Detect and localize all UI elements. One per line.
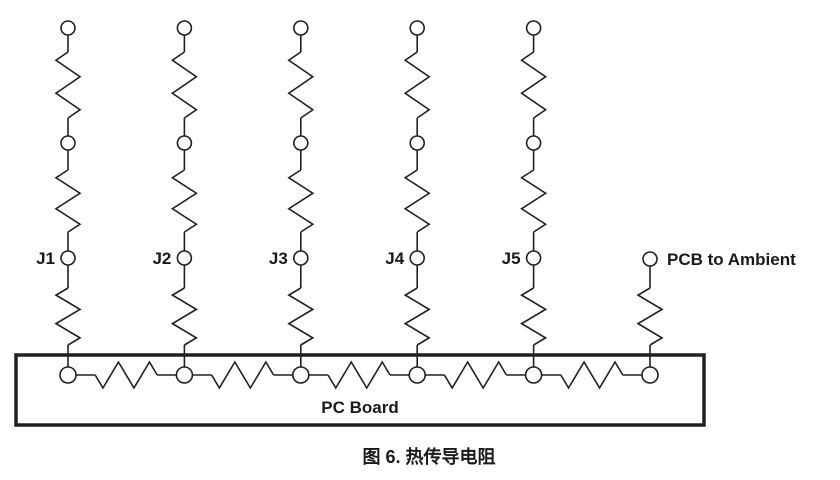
resistor-vertical: [520, 51, 548, 119]
resistor-vertical: [54, 169, 82, 233]
ambient-terminal-circle: [176, 20, 193, 36]
resistor-vertical: [403, 287, 431, 346]
junction-label-j4: J4: [385, 249, 404, 268]
junction-label-j1: J1: [36, 249, 55, 268]
pcb-to-ambient-label: PCB to Ambient: [667, 250, 796, 269]
resistor-horizontal: [210, 360, 275, 390]
resistor-vertical: [287, 169, 315, 233]
board-node-circle: [59, 366, 77, 384]
junction-label-j2: J2: [152, 249, 171, 268]
resistor-vertical: [636, 287, 664, 346]
intermediate-node-circle: [176, 135, 193, 151]
resistor-horizontal: [443, 360, 508, 390]
figure-caption: 图 6. 热传导电阻: [362, 447, 496, 467]
resistor-vertical: [170, 51, 198, 119]
resistor-vertical: [287, 287, 315, 346]
junction-label-j3: J3: [269, 249, 288, 268]
junction-label-j5: J5: [502, 249, 521, 268]
junction-node-circle: [409, 250, 426, 266]
resistor-vertical: [520, 169, 548, 233]
intermediate-node-circle: [292, 135, 309, 151]
board-node-circle: [641, 366, 659, 384]
resistor-vertical: [54, 287, 82, 346]
junction-node-circle: [176, 250, 193, 266]
resistor-horizontal: [560, 360, 624, 390]
intermediate-node-circle: [409, 135, 426, 151]
resistor-vertical: [403, 169, 431, 233]
ambient-terminal-circle: [60, 20, 76, 36]
resistor-vertical: [403, 51, 431, 119]
board-node-circle: [524, 366, 543, 384]
intermediate-node-circle: [525, 135, 542, 151]
resistor-vertical: [170, 169, 198, 233]
intermediate-node-circle: [60, 135, 76, 151]
resistor-horizontal: [94, 360, 158, 390]
board-node-circle: [175, 366, 194, 384]
resistor-vertical: [54, 51, 82, 119]
junction-node-circle: [60, 250, 76, 266]
pcb-ambient-terminal-circle: [642, 251, 658, 267]
ambient-terminal-circle: [409, 20, 426, 36]
ambient-terminal-circle: [292, 20, 309, 36]
resistor-vertical: [170, 287, 198, 346]
resistor-vertical: [520, 287, 548, 346]
ambient-terminal-circle: [525, 20, 542, 36]
junction-node-circle: [525, 250, 542, 266]
resistor-horizontal: [327, 360, 391, 390]
junction-node-circle: [292, 250, 309, 266]
board-node-circle: [408, 366, 427, 384]
resistor-vertical: [287, 51, 315, 119]
thermal-resistance-schematic: PC Board J1 J2 J3 J4 J5 PCB to Ambient: [14, 20, 796, 427]
pc-board-outline: [14, 353, 706, 427]
pc-board-label: PC Board: [321, 398, 398, 417]
board-node-circle: [291, 366, 310, 384]
